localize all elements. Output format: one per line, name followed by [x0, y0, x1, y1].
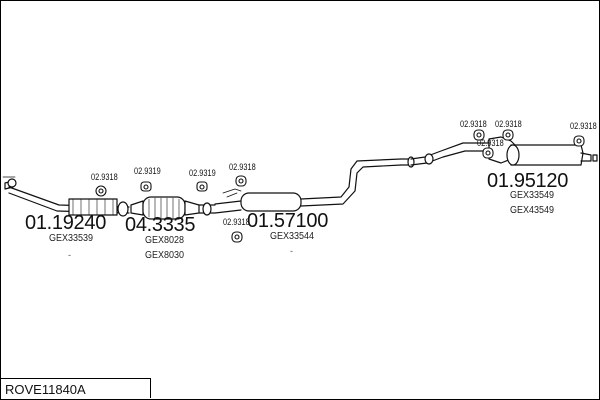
hanger-label: 02.9319 — [134, 166, 161, 176]
hanger-label: 02.9318 — [570, 121, 597, 131]
part-number: 04.3335 — [125, 214, 196, 236]
part-number: 01.95120 — [487, 170, 569, 192]
middle-silencer-drawing — [214, 158, 402, 214]
hanger-label: 02.9319 — [189, 168, 216, 178]
diagram-title: ROVE11840A — [1, 378, 151, 398]
hanger-icon — [196, 181, 208, 192]
hanger-icon — [140, 181, 152, 192]
part-extra: - — [290, 246, 293, 256]
part-number: 01.57100 — [247, 210, 329, 232]
part-ref: GEX8028 — [145, 235, 185, 246]
hanger-icon — [502, 129, 514, 141]
hanger-label: 02.9318 — [460, 119, 487, 129]
hanger-icon — [95, 185, 107, 197]
hanger-label: 02.9318 — [477, 138, 504, 148]
catalyst-drawing — [130, 196, 216, 220]
hanger-icon — [482, 147, 494, 159]
hanger-label: 02.9318 — [91, 172, 118, 182]
hanger-label: 02.9318 — [229, 162, 256, 172]
part-ref: GEX33544 — [270, 231, 315, 242]
hanger-label: 02.9318 — [495, 119, 522, 129]
part-ref: GEX33539 — [49, 233, 94, 244]
part-ref: GEX8030 — [145, 250, 185, 261]
rear-silencer-drawing — [400, 136, 598, 168]
part-extra: - — [68, 250, 71, 260]
hanger-label: 02.9318 — [223, 217, 250, 227]
front-pipe-drawing — [2, 176, 130, 217]
part-ref: GEX43549 — [510, 205, 555, 216]
hanger-drawings — [95, 129, 585, 243]
hanger-icon — [235, 175, 247, 187]
hanger-icon — [231, 231, 243, 243]
part-number: 01.19240 — [25, 212, 107, 234]
hanger-icon — [473, 129, 485, 141]
hanger-icon — [573, 135, 585, 147]
part-ref: GEX33549 — [510, 190, 555, 201]
